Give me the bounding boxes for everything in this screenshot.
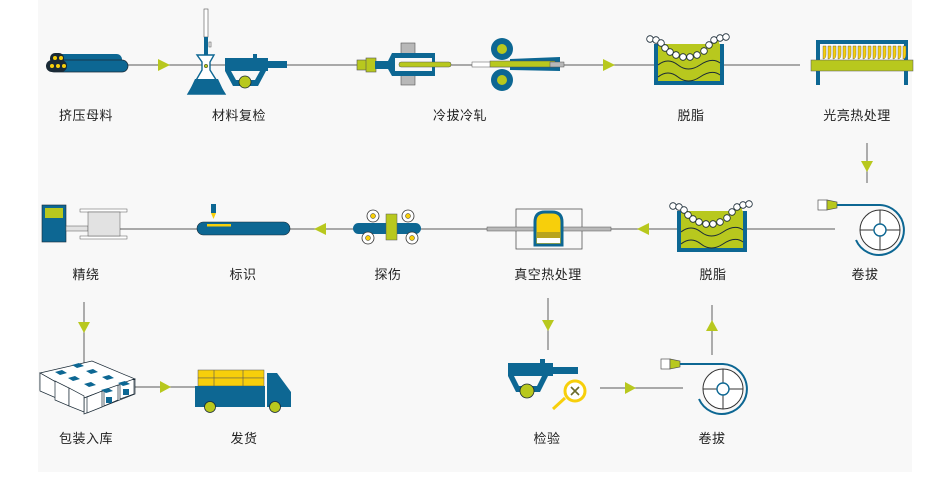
degrease-tank-icon (646, 33, 730, 85)
heater-element-icon (902, 45, 907, 60)
heater-element-icon (832, 45, 837, 60)
heater-element-icon (867, 45, 872, 60)
heater-element-icon (827, 45, 832, 60)
heater-element-icon (882, 45, 887, 60)
marker-tube-icon (196, 204, 291, 236)
step-label-coil-draw-2: 卷拔 (698, 432, 726, 447)
step-label-degrease-1: 脱脂 (677, 109, 705, 124)
arrow-down-icon (78, 322, 90, 333)
heater-element-icon (857, 45, 862, 60)
step-label-material-inspection: 材料复检 (211, 109, 267, 124)
arrow-right-icon (603, 59, 615, 71)
arrow-right-icon (160, 381, 171, 393)
step-label-cold-draw-roll: 冷拔冷轧 (432, 109, 488, 124)
step-label-inspection: 检验 (533, 432, 561, 447)
step-label-flaw-detection: 探伤 (374, 268, 402, 283)
step-label-marking: 标识 (229, 268, 257, 283)
heater-element-icon (897, 45, 902, 60)
diagram-background (38, 0, 912, 472)
truck-icon (195, 369, 291, 413)
roller-probe-icon (353, 209, 421, 245)
step-label-bright-anneal: 光亮热处理 (823, 109, 891, 124)
arrow-up-icon (706, 320, 718, 331)
drawing-rolling-icon (356, 38, 565, 91)
step-label-vacuum-anneal: 真空热处理 (514, 268, 582, 283)
degrease-tank-icon (669, 200, 753, 252)
step-label-packaging: 包装入库 (58, 432, 114, 447)
heater-element-icon (842, 45, 847, 60)
step-label-coil-draw-1: 卷拔 (851, 268, 879, 283)
boxes-icon (39, 360, 136, 415)
arrow-left-icon (314, 223, 326, 235)
arrows (78, 59, 873, 394)
heater-element-icon (892, 45, 897, 60)
vacuum-furnace-icon (486, 208, 612, 250)
step-label-shipping: 发货 (230, 432, 258, 447)
heater-element-icon (877, 45, 882, 60)
coil-drum-icon (660, 358, 748, 415)
arrow-down-icon (542, 320, 554, 331)
heater-element-icon (852, 45, 857, 60)
heater-element-icon (862, 45, 867, 60)
flask-caliper-icon (186, 8, 287, 95)
heater-element-icon (847, 45, 852, 60)
arrow-right-icon (625, 382, 636, 394)
furnace-icon (810, 40, 914, 85)
heater-element-icon (822, 45, 827, 60)
heater-element-icon (887, 45, 892, 60)
heater-element-icon (872, 45, 877, 60)
arrow-right-icon (158, 59, 170, 71)
coil-drum-icon (817, 199, 905, 256)
winding-spool-icon (41, 204, 128, 243)
arrow-left-icon (637, 223, 649, 235)
step-label-extrusion: 挤压母料 (58, 109, 114, 124)
step-label-degrease-2: 脱脂 (699, 268, 727, 283)
step-label-precision-winding: 精绕 (72, 268, 100, 283)
caliper-magnifier-icon (508, 359, 587, 411)
heater-element-icon (837, 45, 842, 60)
tube-bundle-icon (46, 53, 129, 73)
arrow-down-icon (861, 161, 873, 172)
